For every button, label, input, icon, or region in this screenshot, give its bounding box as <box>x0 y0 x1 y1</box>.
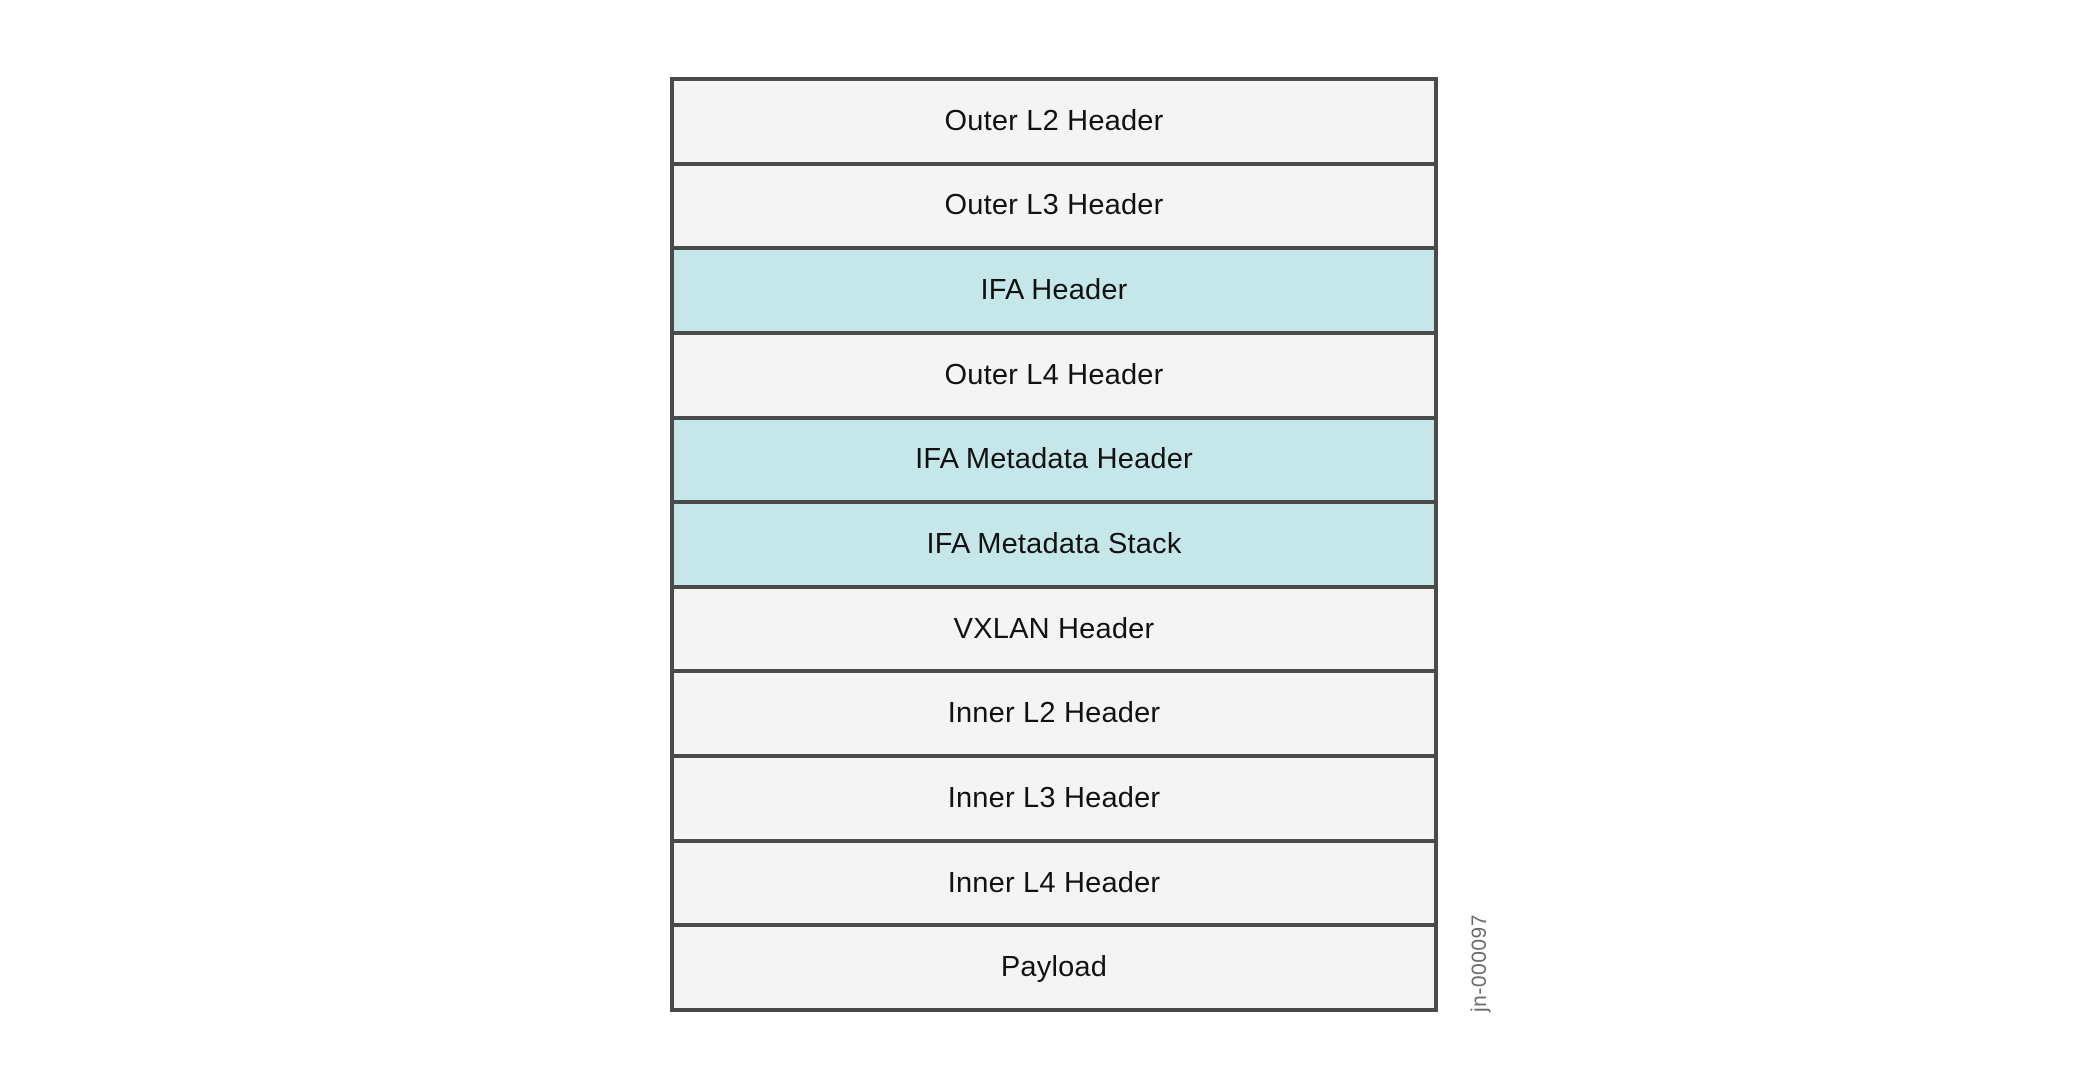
layer-ifa-metadata-header: IFA Metadata Header <box>674 415 1434 501</box>
layer-label: Payload <box>1000 951 1108 984</box>
layer-payload: Payload <box>674 923 1434 1009</box>
layer-outer-l3-header: Outer L3 Header <box>674 161 1434 247</box>
layer-outer-l2-header: Outer L2 Header <box>674 81 1434 162</box>
layer-outer-l4-header: Outer L4 Header <box>674 330 1434 416</box>
layer-vxlan-header: VXLAN Header <box>674 584 1434 670</box>
packet-header-stack: Outer L2 Header Outer L3 Header IFA Head… <box>670 77 1438 1012</box>
layer-inner-l2-header: Inner L2 Header <box>674 669 1434 755</box>
layer-ifa-header: IFA Header <box>674 246 1434 331</box>
layer-label: IFA Metadata Header <box>915 443 1193 476</box>
layer-label: VXLAN Header <box>953 612 1155 645</box>
layer-label: IFA Header <box>980 274 1128 307</box>
layer-label: Inner L2 Header <box>947 697 1161 730</box>
layer-label: IFA Metadata Stack <box>926 528 1182 561</box>
figure-id-label: jn-000097 <box>1468 914 1491 1012</box>
layer-label: Outer L3 Header <box>944 189 1164 222</box>
layer-label: Outer L2 Header <box>944 104 1164 137</box>
layer-inner-l4-header: Inner L4 Header <box>674 838 1434 924</box>
layer-label: Inner L3 Header <box>947 781 1161 814</box>
layer-ifa-metadata-stack: IFA Metadata Stack <box>674 500 1434 585</box>
layer-label: Inner L4 Header <box>947 866 1161 899</box>
layer-label: Outer L4 Header <box>944 358 1164 391</box>
layer-inner-l3-header: Inner L3 Header <box>674 754 1434 839</box>
